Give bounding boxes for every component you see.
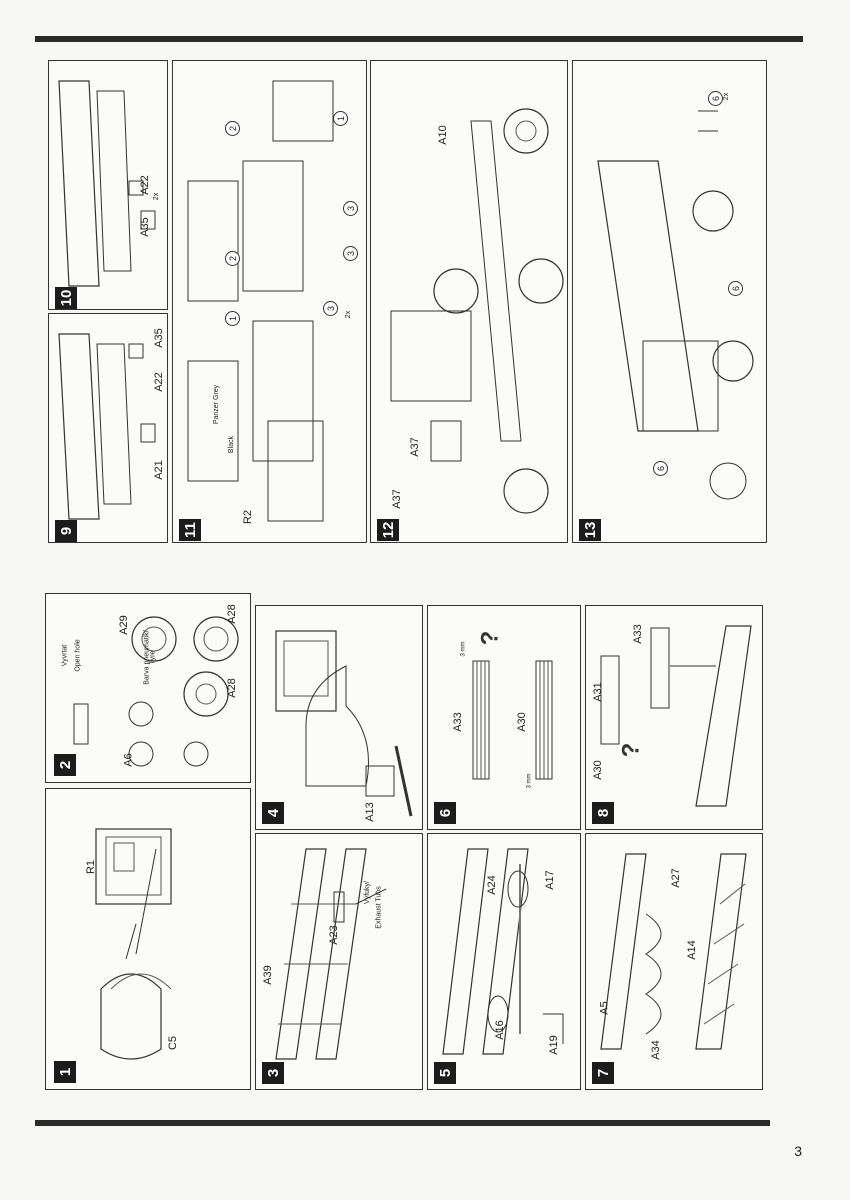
step-9-drawing: [58, 333, 156, 520]
label-a22-b: A22: [138, 175, 151, 195]
label-a35-b: A35: [138, 217, 151, 237]
label-a19: A19: [547, 1035, 560, 1055]
step-2-number: 2: [54, 754, 76, 776]
step-9-number: 9: [55, 520, 77, 542]
step-4-number: 4: [262, 802, 284, 824]
label-r2: R2: [242, 509, 255, 525]
step-6-number: 6: [434, 802, 456, 824]
step-10-drawing: [58, 80, 156, 287]
step-3-number: 3: [262, 1062, 284, 1084]
note-tyre: Tyre: [149, 650, 157, 665]
callout-2-a: 2: [225, 121, 240, 136]
note-3mm-b: 3 mm: [526, 773, 533, 789]
step-6-drawing: [472, 660, 553, 780]
step-7-drawing: [600, 853, 747, 1050]
callout-1-b: 1: [333, 111, 348, 126]
label-a28-b: A28: [225, 678, 238, 698]
label-a30-b: A30: [591, 760, 604, 780]
label-a31: A31: [591, 682, 604, 702]
step-5-panel: 5 A24 A17 A16 A19: [427, 833, 581, 1090]
step-12-panel: 12 A10 A37 A37: [370, 60, 568, 543]
callout-6-c: 6: [653, 461, 668, 476]
note-black: Black: [228, 435, 236, 454]
label-a33-b: A33: [631, 624, 644, 644]
label-a10: A10: [436, 125, 449, 145]
note-2x-c: 2x: [723, 92, 731, 101]
bottom-rule: [35, 1120, 770, 1126]
callout-6-b: 6: [728, 281, 743, 296]
label-a27: A27: [669, 868, 682, 888]
callout-6-a: 6: [708, 91, 723, 106]
callout-3-c: 3: [323, 301, 338, 316]
step-13-number: 13: [579, 519, 601, 541]
step-10-panel: 10 A22 A35 2x: [48, 60, 168, 310]
step-11-drawing: [187, 80, 334, 522]
step-2-panel: 2 A29 A28 A28 A6 Vyvrtat Open hole Barva…: [45, 593, 251, 783]
step-3-drawing: [275, 848, 387, 1060]
label-a37-a: A37: [408, 437, 421, 457]
step-9-panel: 9 A21 A22 A35: [48, 313, 168, 543]
step-3-panel: 3 A39 A23 Výfuky/ Exhaust Tubs: [255, 833, 423, 1090]
question-mark-8: ?: [617, 742, 645, 758]
step-8-drawing: [600, 625, 752, 807]
step-13-drawing: [597, 110, 754, 500]
label-r1: R1: [85, 859, 98, 875]
step-5-number: 5: [434, 1062, 456, 1084]
step-5-drawing: [442, 848, 564, 1055]
label-a28-a: A28: [225, 604, 238, 624]
question-mark: ?: [476, 630, 504, 646]
label-a29: A29: [117, 615, 130, 635]
label-a5: A5: [598, 1001, 611, 1015]
step-2-drawing: [73, 616, 239, 767]
label-a6: A6: [122, 753, 135, 767]
step-12-drawing: [390, 108, 564, 514]
label-a17: A17: [543, 870, 556, 890]
note-vyvrtat: Vyvrtat: [61, 644, 69, 667]
note-2x-b: 2x: [345, 310, 353, 319]
step-11-panel: 11 R2 Panzer Grey Black 2x 1 2 2 1 3 3 3: [172, 60, 367, 543]
step-1-number: 1: [54, 1061, 76, 1083]
label-a13: A13: [363, 802, 376, 822]
step-1-panel: 1 R1 C5: [45, 788, 251, 1090]
label-a39: A39: [261, 965, 274, 985]
callout-2-b: 2: [225, 251, 240, 266]
label-c5: C5: [167, 1035, 180, 1051]
note-open-hole: Open hole: [74, 639, 82, 672]
step-10-number: 10: [55, 287, 77, 309]
note-panzer-grey: Panzer Grey: [213, 384, 221, 425]
page-number: 3: [794, 1143, 802, 1159]
label-a35: A35: [152, 328, 165, 348]
callout-3-b: 3: [343, 246, 358, 261]
step-11-number: 11: [179, 519, 201, 541]
label-a30: A30: [515, 712, 528, 732]
label-a33: A33: [451, 712, 464, 732]
label-a23: A23: [327, 925, 340, 945]
label-a24: A24: [485, 875, 498, 895]
step-7-number: 7: [592, 1062, 614, 1084]
label-a16: A16: [493, 1020, 506, 1040]
label-a34: A34: [649, 1040, 662, 1060]
label-a21: A21: [152, 460, 165, 480]
step-7-panel: 7 A27 A14 A5 A34: [585, 833, 763, 1090]
note-vyfuky: Výfuky/: [363, 881, 371, 904]
label-a22: A22: [152, 372, 165, 392]
step-13-panel: 13 6 6 6 2x: [572, 60, 767, 543]
step-6-panel: 6 A33 A30 3 mm 3 mm ?: [427, 605, 581, 830]
note-exhaust: Exhaust Tubs: [375, 886, 383, 929]
callout-1-a: 1: [225, 311, 240, 326]
callout-3-a: 3: [343, 201, 358, 216]
note-3mm-a: 3 mm: [460, 641, 467, 657]
step-8-number: 8: [592, 802, 614, 824]
top-rule: [35, 36, 803, 42]
step-8-panel: 8 A31 A33 A30 ?: [585, 605, 763, 830]
label-a37-b: A37: [390, 489, 403, 509]
step-1-drawing: [95, 828, 172, 1060]
note-2x: 2x: [153, 192, 161, 201]
step-12-number: 12: [377, 519, 399, 541]
label-a14: A14: [685, 940, 698, 960]
step-4-panel: 4 A13: [255, 605, 423, 830]
step-4-drawing: [275, 630, 413, 817]
